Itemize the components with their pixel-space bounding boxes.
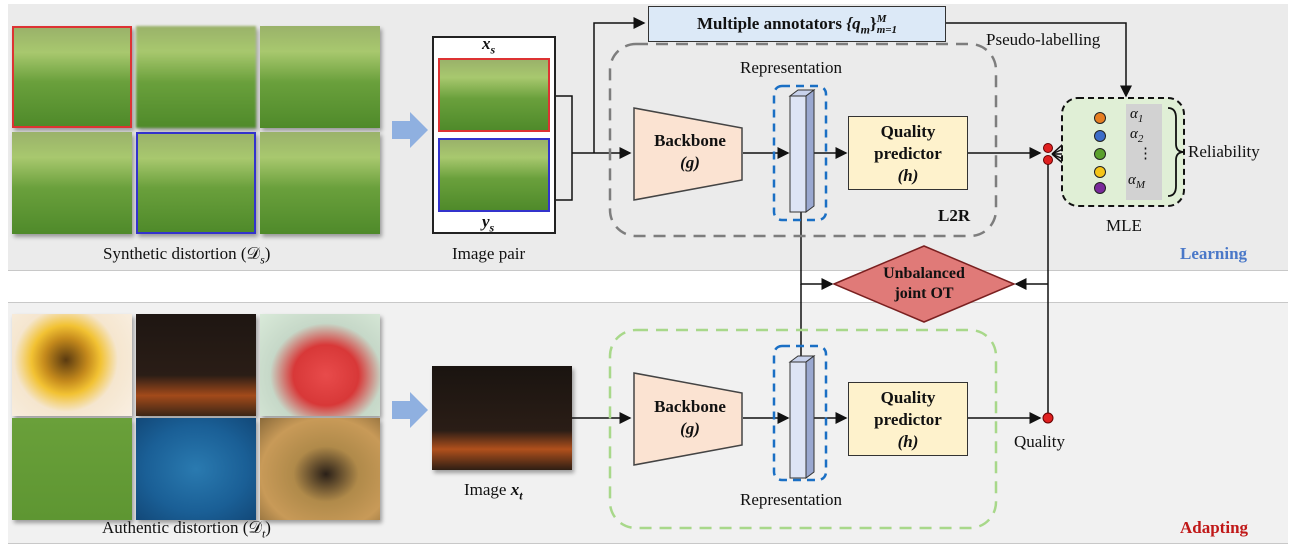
- authentic-image-water: [136, 418, 256, 520]
- backbone-bottom: Backbone(g): [654, 397, 726, 438]
- l2r-label: L2R: [938, 206, 971, 225]
- alpha-m: αM: [1128, 172, 1146, 191]
- backbone-shape-bottom: [633, 372, 743, 466]
- representation-bar-top: [789, 95, 807, 213]
- synthetic-image-6: [260, 132, 380, 234]
- authentic-image-soccer: [12, 418, 132, 520]
- l2r-container: [608, 42, 998, 238]
- representation-label-bottom: Representation: [740, 490, 842, 509]
- alpha-dots: ⋮: [1138, 146, 1153, 162]
- mle-box: [1061, 97, 1185, 207]
- xs-label: xs: [482, 34, 496, 57]
- quality-predictor-bottom: Quality predictor(h): [848, 382, 968, 456]
- adapting-label: Adapting: [1180, 518, 1249, 537]
- authentic-image-drink: [260, 314, 380, 416]
- authentic-image-table: [136, 314, 256, 416]
- image-xt: [432, 366, 572, 470]
- synthetic-image-5: [136, 132, 256, 234]
- backbone-top: Backbone(g): [654, 131, 726, 172]
- ot-diamond: [832, 245, 1016, 323]
- synthetic-image-1: [12, 26, 132, 128]
- pseudo-labelling-label: Pseudo-labelling: [986, 30, 1101, 49]
- mle-label: MLE: [1106, 216, 1142, 235]
- synthetic-image-2: [136, 26, 256, 128]
- representation-label-top: Representation: [740, 58, 842, 77]
- representation-bar-bottom: [789, 361, 807, 479]
- image-pair-ys: [438, 138, 550, 212]
- quality-predictor-top: Quality predictor(h): [848, 116, 968, 190]
- synthetic-image-3: [260, 26, 380, 128]
- big-arrow-bottom: [392, 392, 428, 428]
- image-xt-caption: Image xt: [464, 480, 523, 503]
- backbone-shape-top: [633, 107, 743, 201]
- synthetic-image-4: [12, 132, 132, 234]
- ys-label: ys: [482, 212, 495, 235]
- quality-label: Quality: [1014, 432, 1065, 451]
- image-pair-caption: Image pair: [452, 244, 526, 263]
- big-arrow-top: [392, 112, 428, 148]
- authentic-image-dogs: [260, 418, 380, 520]
- authentic-image-sunflower: [12, 314, 132, 416]
- alpha-2: α2: [1130, 126, 1144, 145]
- image-pair-xs: [438, 58, 550, 132]
- alpha-1: α1: [1130, 106, 1144, 125]
- authentic-caption: Authentic distortion (𝒟t): [102, 518, 271, 541]
- synthetic-caption: Synthetic distortion (𝒟s): [103, 244, 271, 267]
- adapt-container: [608, 328, 998, 530]
- reliability-label: Reliability: [1188, 142, 1260, 161]
- learning-label: Learning: [1180, 244, 1248, 263]
